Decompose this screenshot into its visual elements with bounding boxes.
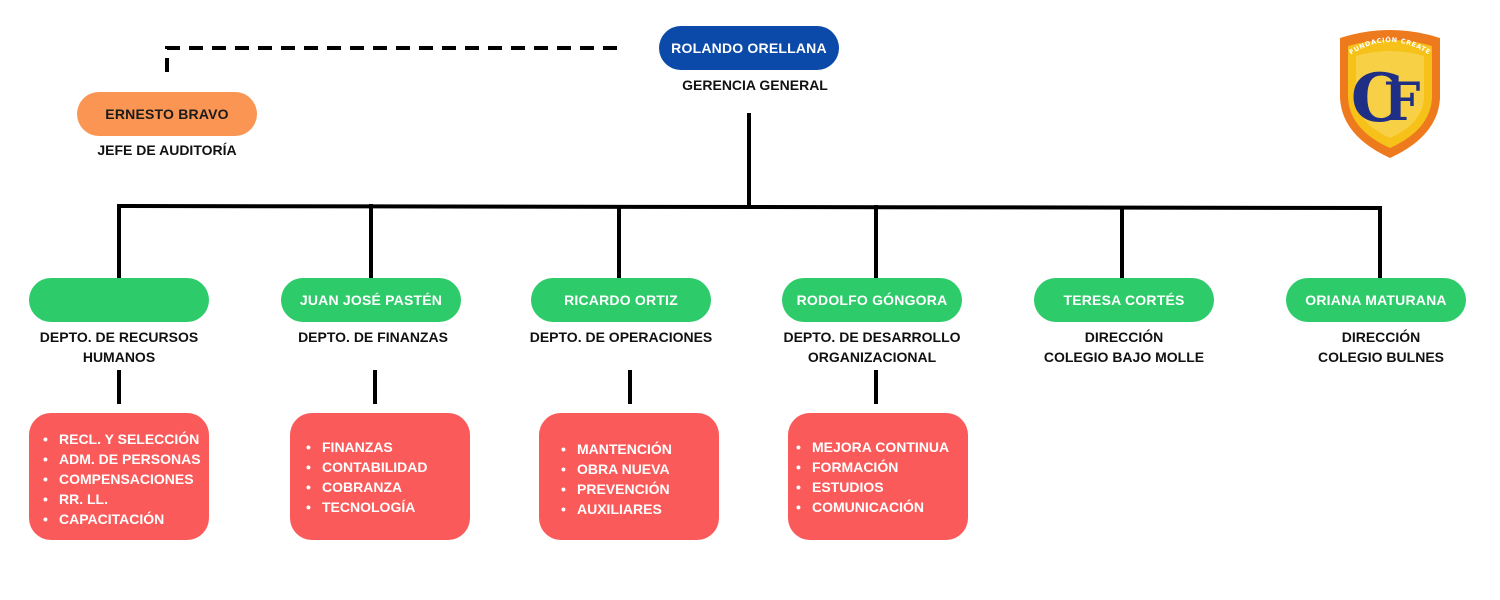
dept-title-3: DEPTO. DE OPERACIONES [521,327,721,347]
dept-node-2: JUAN JOSÉ PASTÉN [281,278,461,322]
area-box-4: MEJORA CONTINUA FORMACIÓN ESTUDIOS COMUN… [788,413,968,540]
area-item: MEJORA CONTINUA [794,437,968,457]
area-item: CAPACITACIÓN [41,509,209,529]
area-item: COBRANZA [304,477,470,497]
dept-title-line: DIRECCIÓN [1084,329,1164,345]
audit-node-title: JEFE DE AUDITORÍA [67,140,267,160]
bus-line [116,203,1383,211]
dept-node-1 [29,278,209,322]
dept-node-name: RODOLFO GÓNGORA [796,292,948,308]
logo-letter-c: C [1351,59,1404,137]
area-list: MEJORA CONTINUA FORMACIÓN ESTUDIOS COMUN… [794,437,968,517]
area-item: AUXILIARES [559,499,719,519]
area-item: FORMACIÓN [794,457,968,477]
dept-title-2: DEPTO. DE FINANZAS [273,327,473,347]
dept-title-line: DEPTO. DE RECURSOS [39,329,199,345]
area-item: RECL. Y SELECCIÓN [41,429,209,449]
area-item: PREVENCIÓN [559,479,719,499]
dept-node-name: RICARDO ORTIZ [564,292,678,308]
area-item: TECNOLOGÍA [304,497,470,517]
dept-node-6: ORIANA MATURANA [1286,278,1466,322]
audit-connector [165,46,622,72]
dept-node-name: TERESA CORTÉS [1063,292,1185,308]
area-list: MANTENCIÓN OBRA NUEVA PREVENCIÓN AUXILIA… [559,439,719,519]
area-list: FINANZAS CONTABILIDAD COBRANZA TECNOLOGÍ… [304,437,470,517]
dept-title-4: DEPTO. DE DESARROLLO ORGANIZACIONAL [772,327,972,367]
area-box-2: FINANZAS CONTABILIDAD COBRANZA TECNOLOGÍ… [290,413,470,540]
dept-node-3: RICARDO ORTIZ [531,278,711,322]
area-item: ESTUDIOS [794,477,968,497]
dept-title-6: DIRECCIÓN COLEGIO BULNES [1281,327,1481,367]
area-box-1: RECL. Y SELECCIÓN ADM. DE PERSONAS COMPE… [29,413,209,540]
dept-title-line: COLEGIO BAJO MOLLE [1043,349,1205,365]
audit-node-name: ERNESTO BRAVO [105,106,229,122]
area-item: CONTABILIDAD [304,457,470,477]
top-node-name: ROLANDO ORELLANA [671,40,827,56]
area-item: ADM. DE PERSONAS [41,449,209,469]
dept-title-line: DEPTO. DE FINANZAS [298,329,448,345]
dept-title-line: DIRECCIÓN [1341,329,1421,345]
area-list: RECL. Y SELECCIÓN ADM. DE PERSONAS COMPE… [41,429,209,529]
dept-title-line: DEPTO. DE OPERACIONES [529,329,713,345]
area-item: FINANZAS [304,437,470,457]
dept-title-5: DIRECCIÓN COLEGIO BAJO MOLLE [1024,327,1224,367]
area-box-3: MANTENCIÓN OBRA NUEVA PREVENCIÓN AUXILIA… [539,413,719,540]
area-item: OBRA NUEVA [559,459,719,479]
area-item: COMPENSACIONES [41,469,209,489]
area-item: RR. LL. [41,489,209,509]
dept-title-1: DEPTO. DE RECURSOS HUMANOS [19,327,219,367]
top-node-title-text: GERENCIA GENERAL [682,77,828,93]
logo-letter-f: F [1384,72,1421,133]
dept-node-4: RODOLFO GÓNGORA [782,278,962,322]
area-item: COMUNICACIÓN [794,497,968,517]
fundacion-create-logo: FUNDACIÓN CREATE C F [1340,30,1440,158]
top-node-title: GERENCIA GENERAL [655,75,855,95]
dept-title-line: HUMANOS [82,349,156,365]
dept-title-line: ORGANIZACIONAL [807,349,937,365]
area-item: MANTENCIÓN [559,439,719,459]
dept-node-name: ORIANA MATURANA [1305,292,1447,308]
top-node: ROLANDO ORELLANA [659,26,839,70]
dept-node-5: TERESA CORTÉS [1034,278,1214,322]
dept-title-line: DEPTO. DE DESARROLLO [783,329,961,345]
audit-node-title-text: JEFE DE AUDITORÍA [97,142,237,158]
dept-title-line: COLEGIO BULNES [1317,349,1444,365]
dept-node-name: JUAN JOSÉ PASTÉN [299,292,443,308]
audit-node: ERNESTO BRAVO [77,92,257,136]
